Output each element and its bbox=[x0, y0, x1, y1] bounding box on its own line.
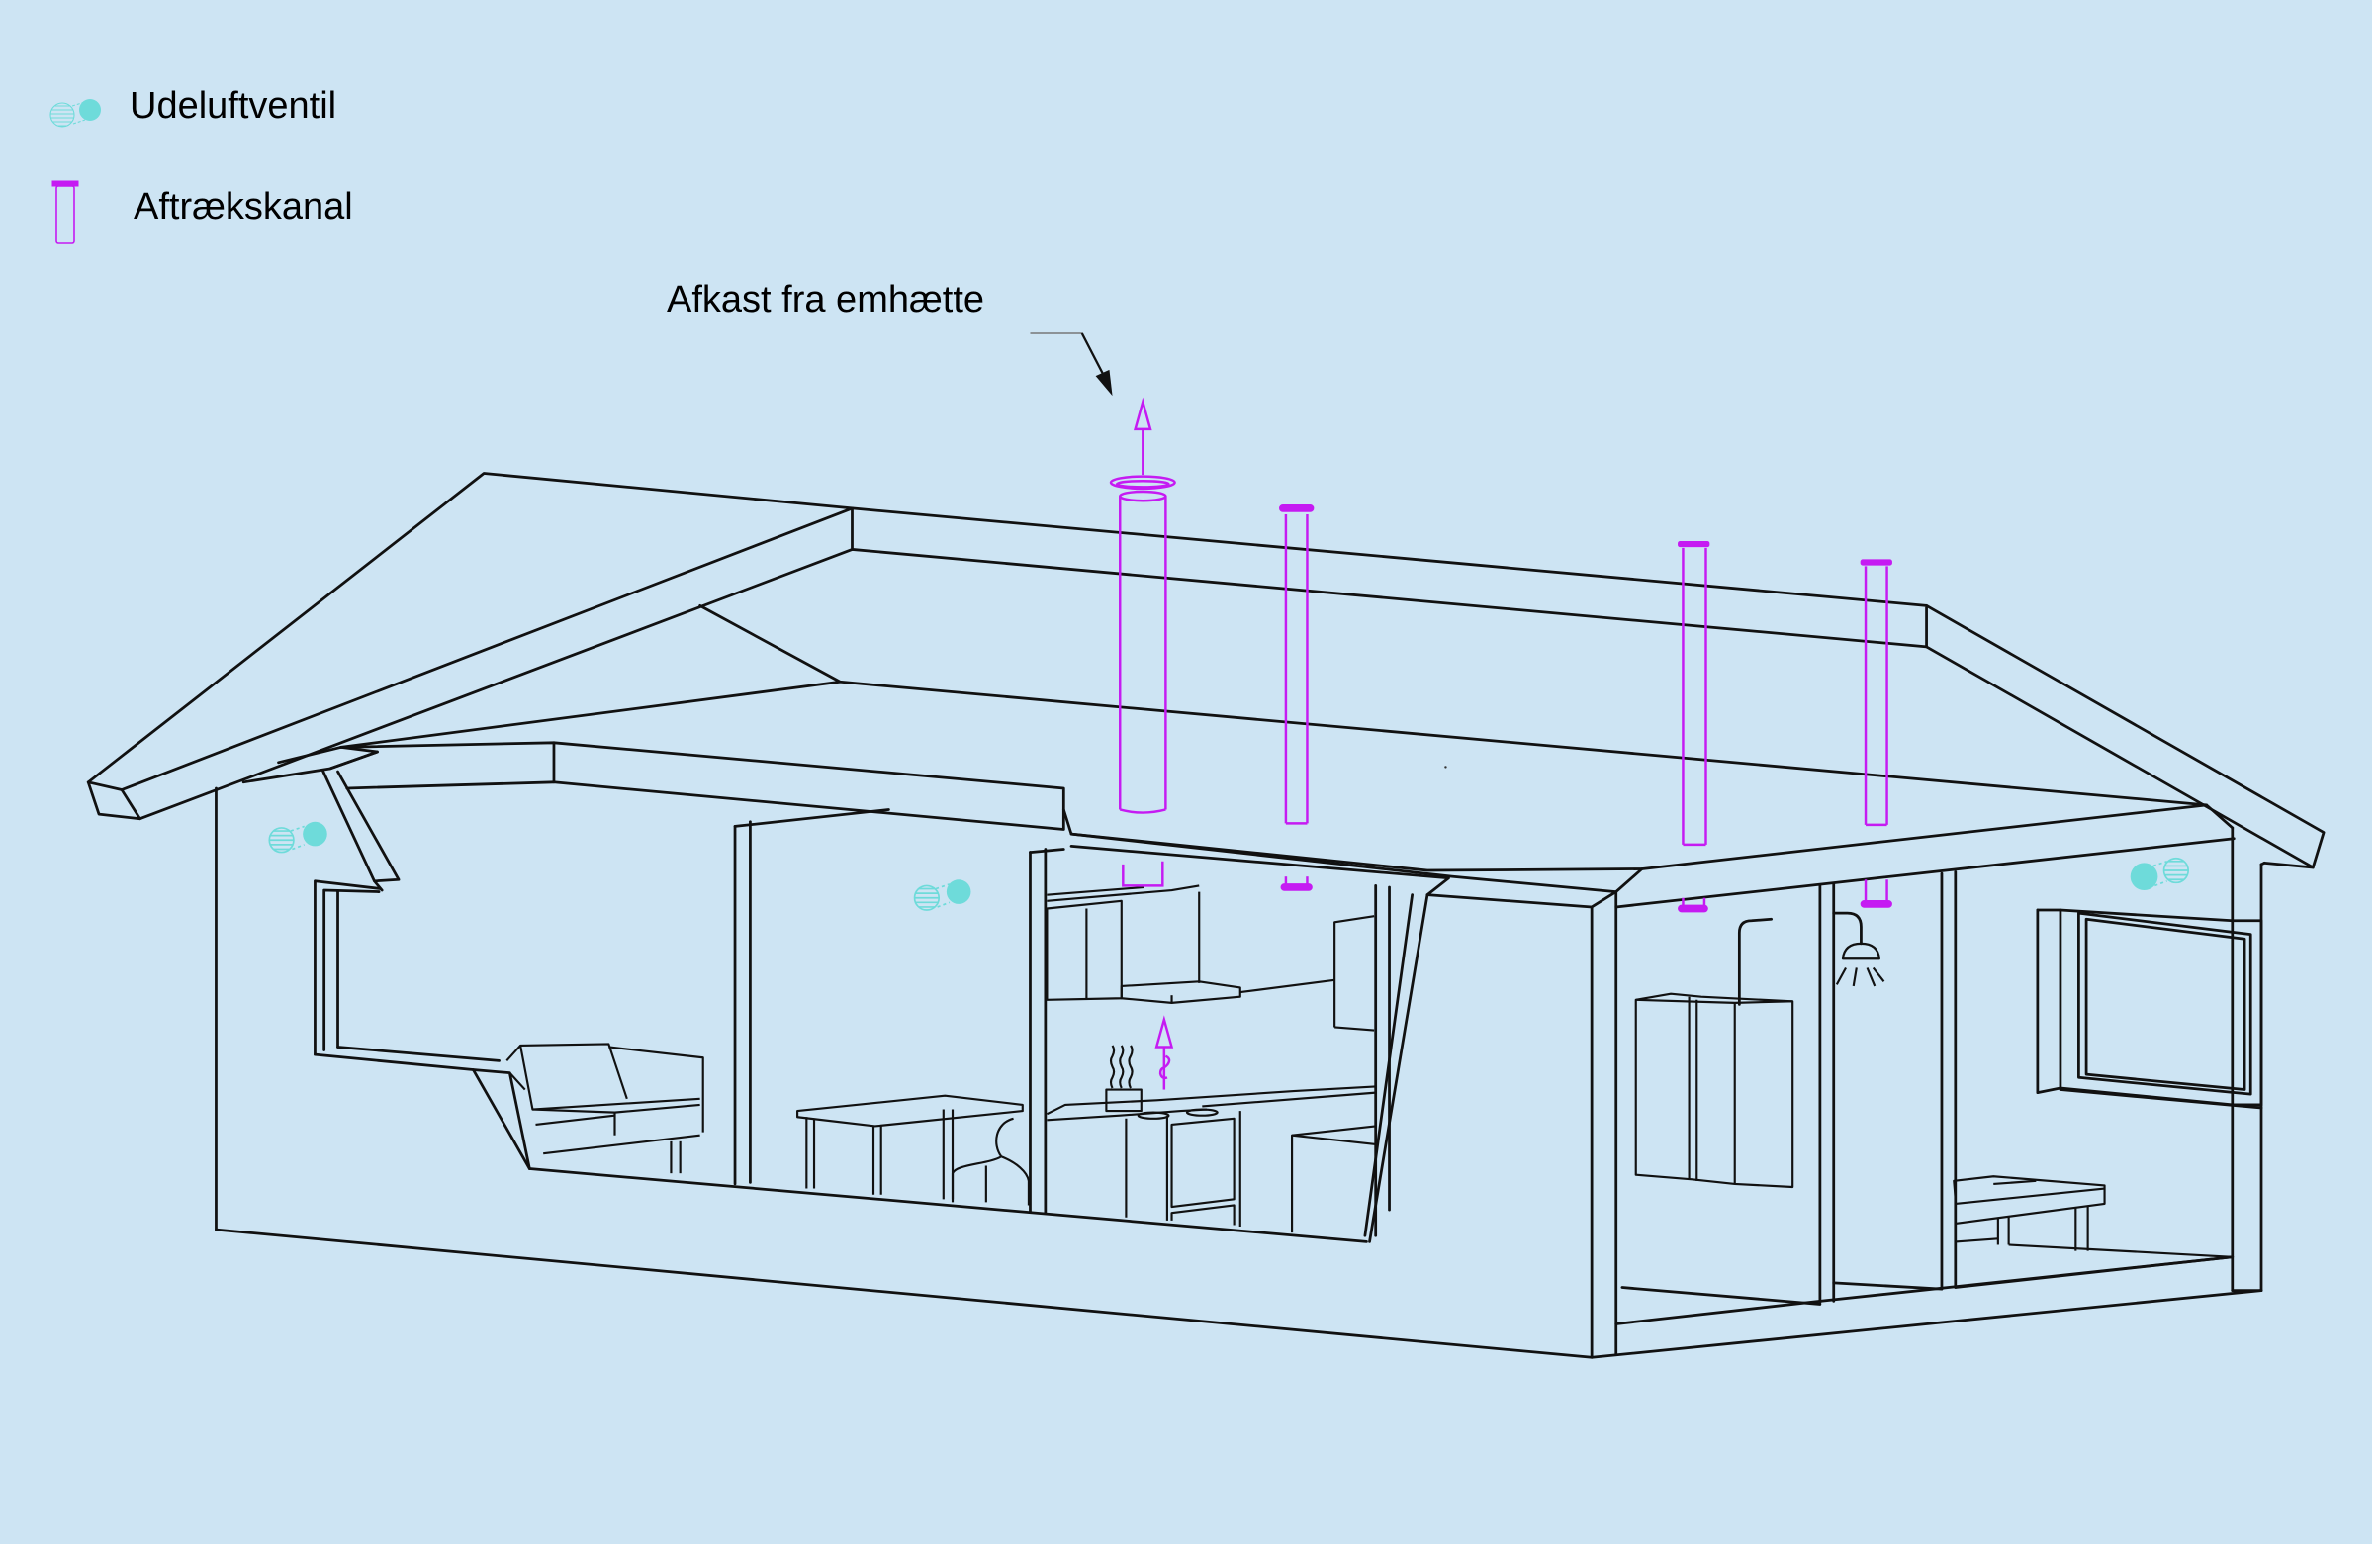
outdoor-air-valve-icon bbox=[49, 99, 101, 128]
sofa bbox=[505, 1043, 704, 1174]
annotation-leader-arrow bbox=[1030, 332, 1113, 397]
walls bbox=[215, 786, 2266, 1359]
outdoor-air-valve-dining bbox=[913, 879, 971, 911]
dining-table bbox=[796, 1094, 1031, 1206]
outdoor-air-valve-bedroom bbox=[2130, 857, 2190, 891]
hood-airflow-arrow bbox=[1154, 1015, 1174, 1090]
exhaust-duct-kitchen bbox=[1278, 504, 1315, 891]
kitchen bbox=[1046, 884, 1377, 1233]
exhaust-duct-kitchen-hood bbox=[1109, 397, 1176, 887]
legend-label-outdoor-air-valve: Udeluftventil bbox=[130, 85, 337, 127]
exhaust-duct-utility bbox=[1678, 540, 1710, 913]
exhaust-duct-icon bbox=[51, 180, 79, 244]
bedroom-window bbox=[2036, 908, 2263, 1110]
bathroom-fixtures bbox=[1634, 911, 2233, 1258]
exhaust-duct-bathroom bbox=[1860, 559, 1892, 908]
hood-exhaust-annotation: Afkast fra emhætte bbox=[667, 279, 985, 320]
dot-artifact bbox=[1444, 766, 1447, 769]
outdoor-air-valve-living-room bbox=[268, 821, 327, 854]
legend-label-exhaust-duct: Aftrækskanal bbox=[134, 186, 353, 228]
roof bbox=[86, 472, 2326, 892]
